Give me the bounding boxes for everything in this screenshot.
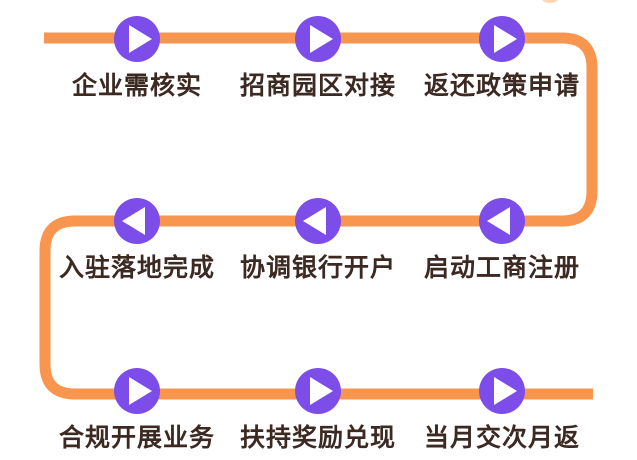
- flow-node: [479, 198, 525, 244]
- flow-node: [295, 198, 341, 244]
- step-label: 返还政策申请: [423, 71, 580, 100]
- flow-node: [114, 368, 160, 414]
- step-label: 启动工商注册: [423, 253, 580, 282]
- flow-nodes-layer: [114, 16, 525, 414]
- step-label: 企业需核实: [71, 71, 202, 100]
- play-left-icon: [303, 207, 326, 235]
- step-label: 扶持奖励兑现: [239, 423, 396, 452]
- step-label: 招商园区对接: [239, 71, 396, 100]
- flow-node: [479, 16, 525, 62]
- flow-node: [114, 16, 160, 62]
- step-label: 协调银行开户: [239, 253, 396, 282]
- step-label: 合规开展业务: [58, 423, 215, 452]
- flow-node: [114, 198, 160, 244]
- play-left-icon: [122, 207, 145, 235]
- play-right-icon: [129, 377, 152, 405]
- flow-node: [479, 368, 525, 414]
- play-right-icon: [494, 25, 517, 53]
- play-right-icon: [310, 25, 333, 53]
- play-left-icon: [487, 207, 510, 235]
- play-right-icon: [494, 377, 517, 405]
- step-label: 当月交次月返: [423, 423, 580, 452]
- play-right-icon: [310, 377, 333, 405]
- top-edge-fragment: [542, 0, 558, 3]
- step-label: 入驻落地完成: [58, 253, 215, 282]
- flow-node: [295, 368, 341, 414]
- flow-node: [295, 16, 341, 62]
- play-right-icon: [129, 25, 152, 53]
